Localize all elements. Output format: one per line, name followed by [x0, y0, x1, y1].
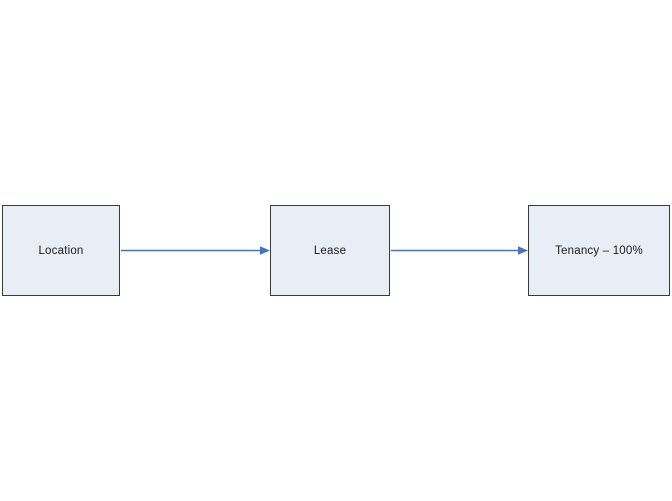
node-location-label: Location [38, 244, 84, 257]
node-tenancy[interactable]: Tenancy – 100% [528, 205, 670, 296]
node-location[interactable]: Location [2, 205, 120, 296]
node-tenancy-label: Tenancy – 100% [555, 244, 643, 257]
connector-location-to-lease [121, 246, 270, 255]
arrowhead-icon [260, 246, 270, 255]
arrowhead-icon [518, 246, 528, 255]
connector-lease-to-tenancy [391, 246, 528, 255]
node-lease[interactable]: Lease [270, 205, 390, 296]
node-lease-label: Lease [313, 244, 347, 257]
